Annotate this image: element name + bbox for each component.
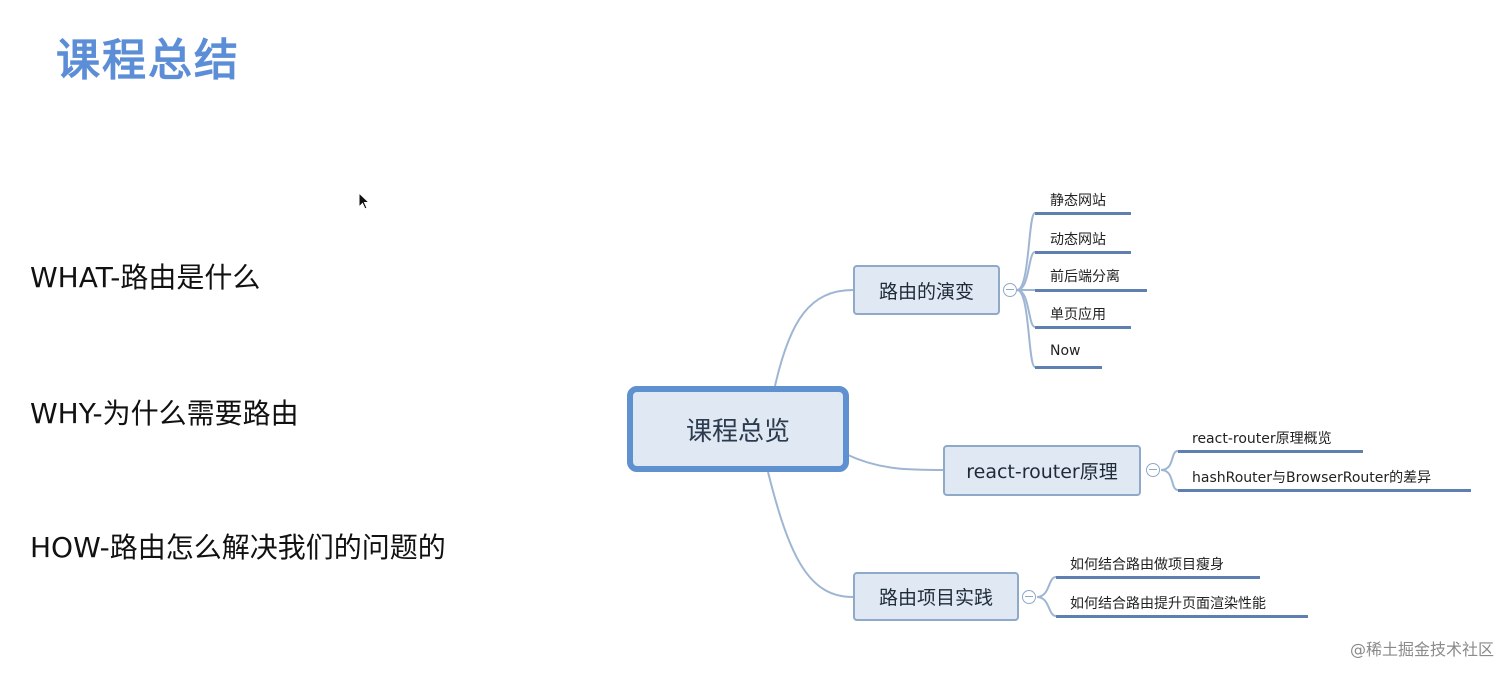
leaf-underline bbox=[1056, 615, 1308, 618]
mindmap-branch-evolution: 路由的演变 bbox=[853, 265, 1000, 315]
mindmap-root-node: 课程总览 bbox=[627, 386, 849, 472]
point-how: HOW-路由怎么解决我们的问题的 bbox=[30, 531, 446, 564]
mindmap-leaf: 前后端分离 bbox=[1050, 269, 1120, 285]
point-why: WHY-为什么需要路由 bbox=[30, 397, 299, 430]
collapse-toggle-icon[interactable] bbox=[1022, 590, 1036, 604]
mindmap-leaf: 如何结合路由做项目瘦身 bbox=[1070, 557, 1224, 573]
leaf-underline bbox=[1035, 326, 1131, 329]
watermark: @稀土掘金技术社区 bbox=[1349, 640, 1494, 659]
mindmap-branch-practice: 路由项目实践 bbox=[853, 572, 1019, 621]
leaf-underline bbox=[1035, 251, 1131, 254]
mindmap-leaf: 静态网站 bbox=[1050, 193, 1106, 209]
collapse-toggle-icon[interactable] bbox=[1146, 463, 1160, 477]
mindmap-leaf: react-router原理概览 bbox=[1192, 431, 1332, 447]
leaf-underline bbox=[1035, 212, 1131, 215]
mindmap-leaf: Now bbox=[1050, 343, 1081, 359]
leaf-underline bbox=[1056, 576, 1260, 579]
mindmap-branch-principle: react-router原理 bbox=[943, 445, 1141, 496]
collapse-toggle-icon[interactable] bbox=[1003, 283, 1017, 297]
mindmap-leaf: 动态网站 bbox=[1050, 232, 1106, 248]
leaf-underline bbox=[1035, 366, 1102, 369]
page-title: 课程总结 bbox=[56, 35, 240, 86]
mindmap-leaf: 如何结合路由提升页面渲染性能 bbox=[1070, 596, 1266, 612]
mouse-cursor-icon bbox=[358, 192, 371, 210]
point-what: WHAT-路由是什么 bbox=[30, 261, 261, 294]
leaf-underline bbox=[1035, 289, 1147, 292]
mindmap-leaf: hashRouter与BrowserRouter的差异 bbox=[1192, 470, 1432, 486]
mindmap-leaf: 单页应用 bbox=[1050, 307, 1106, 323]
leaf-underline bbox=[1178, 450, 1363, 453]
leaf-underline bbox=[1178, 489, 1471, 492]
